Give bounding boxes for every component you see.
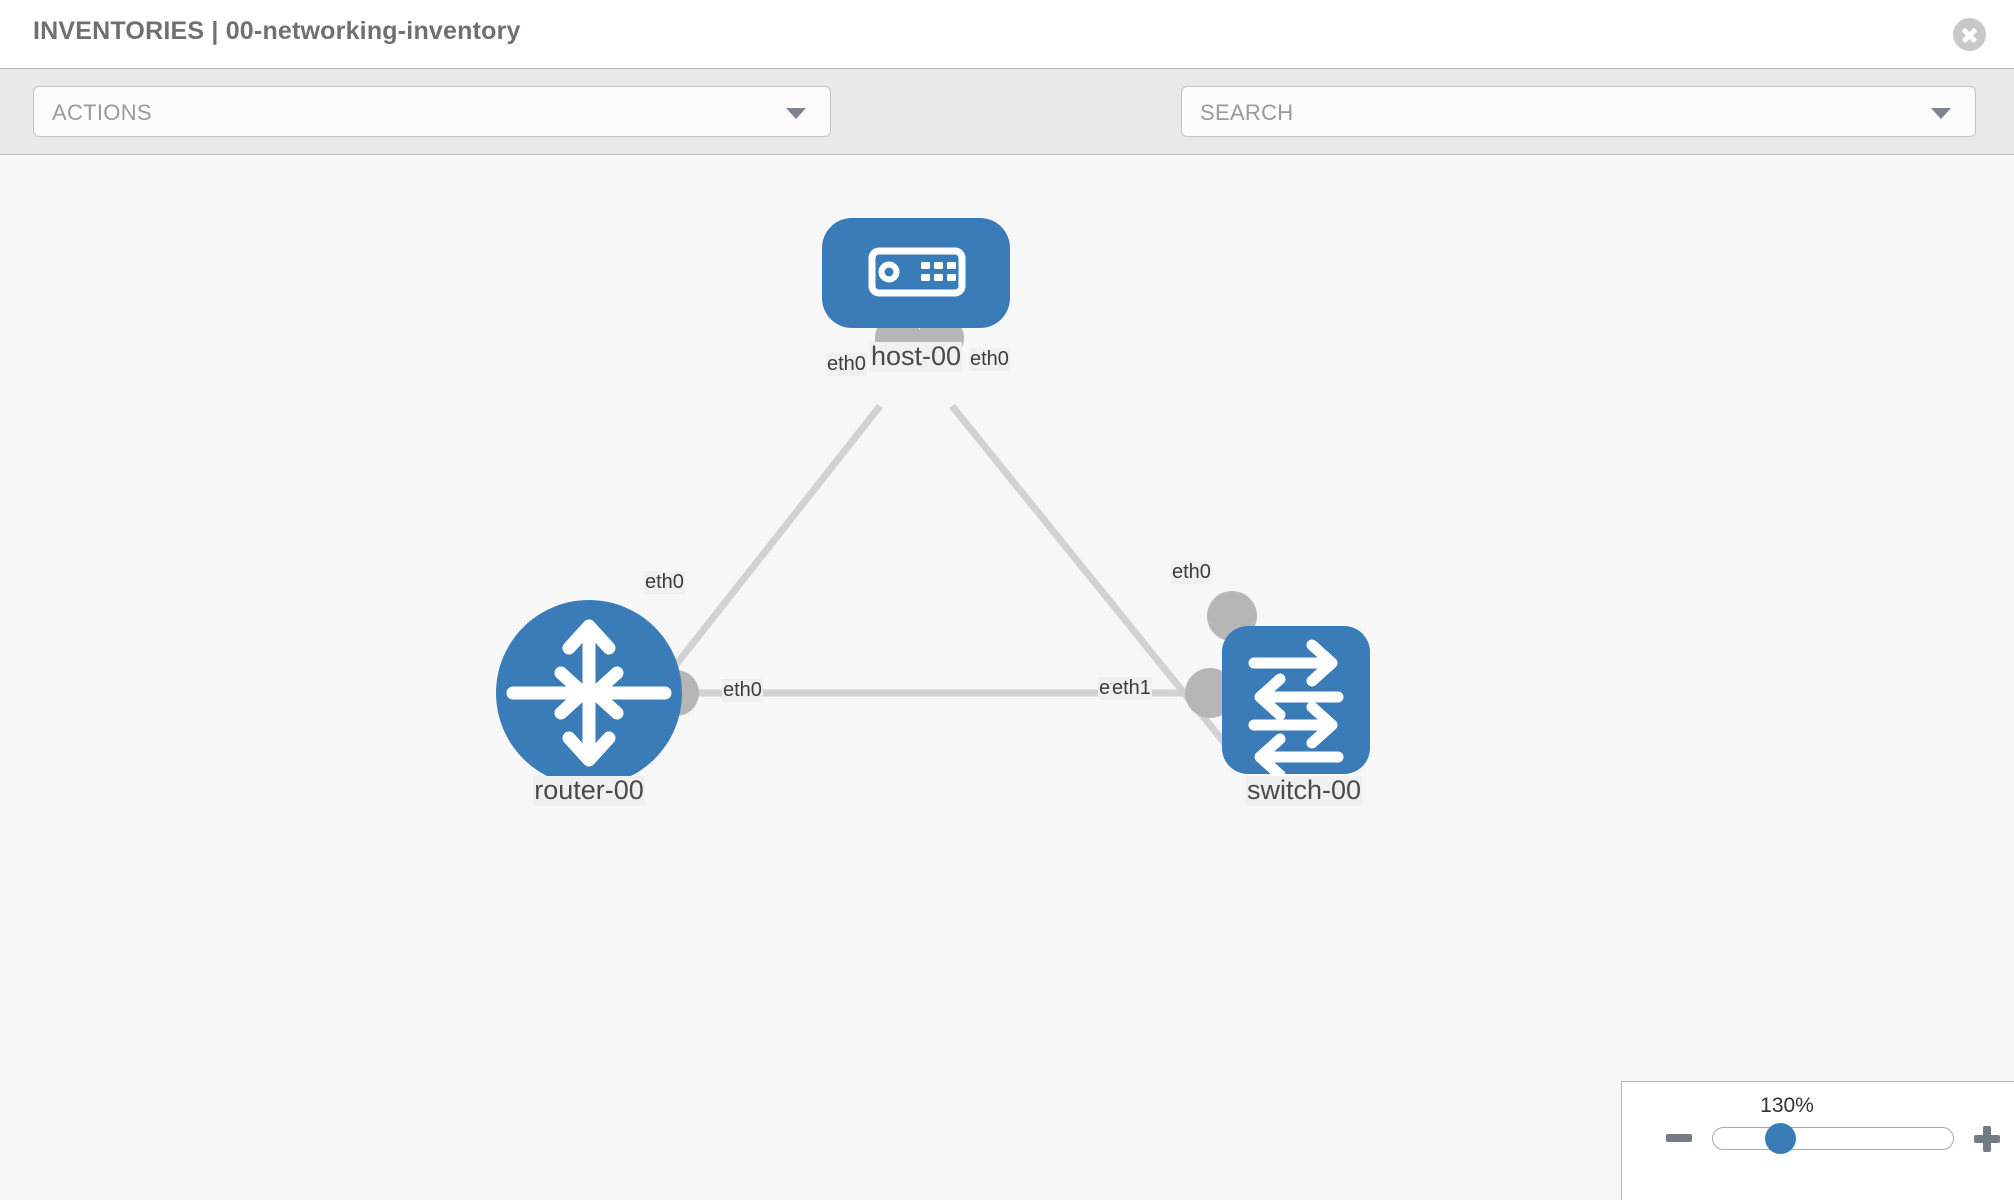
topology-sockets [653, 315, 1257, 718]
chevron-down-icon[interactable] [1931, 108, 1951, 119]
zoom-slider-track[interactable] [1712, 1127, 1954, 1150]
iface-label-host00-switch00: eth0 [969, 348, 1010, 371]
iface-label-switch00-host00: eth0 [1171, 561, 1212, 584]
router-arrows-icon [506, 619, 672, 767]
zoom-slider-thumb[interactable] [1765, 1123, 1796, 1154]
node-label-router-00: router-00 [533, 775, 645, 806]
node-router-00 [496, 600, 682, 786]
node-label-switch-00: switch-00 [1245, 775, 1363, 806]
search-input[interactable]: SEARCH [1181, 86, 1976, 137]
page-title: INVENTORIES | 00-networking-inventory [33, 17, 521, 45]
server-icon [868, 247, 966, 297]
topology-graph [496, 218, 1370, 786]
header-bar: INVENTORIES | 00-networking-inventory [0, 0, 2014, 69]
switch-arrows-icon [1248, 639, 1344, 781]
iface-label-host00-router00: eth0 [826, 353, 867, 376]
minus-icon[interactable] [1666, 1134, 1692, 1142]
close-icon[interactable] [1953, 18, 1986, 51]
actions-dropdown[interactable]: ACTIONS [33, 86, 831, 137]
zoom-control-panel: 130% [1621, 1081, 2014, 1200]
iface-label-router00-host00: eth0 [644, 571, 685, 594]
plus-icon[interactable] [1974, 1126, 2000, 1152]
topology-canvas[interactable]: host-00 router-00 switch-00 eth0 eth0 et… [0, 156, 2014, 1200]
chevron-down-icon [786, 108, 806, 119]
iface-label-switch00-router00: eth1 [1111, 677, 1152, 700]
actions-dropdown-label: ACTIONS [52, 100, 152, 125]
search-input-placeholder: SEARCH [1200, 100, 1294, 125]
iface-label-router00-switch00: eth0 [722, 679, 763, 702]
node-switch-00 [1222, 626, 1370, 781]
topology-edges [601, 403, 1238, 759]
node-label-host-00: host-00 [869, 341, 963, 372]
toolbar: ACTIONS SEARCH [0, 69, 2014, 194]
node-host-00 [822, 218, 1010, 328]
zoom-level-value: 130% [1760, 1094, 1814, 1117]
